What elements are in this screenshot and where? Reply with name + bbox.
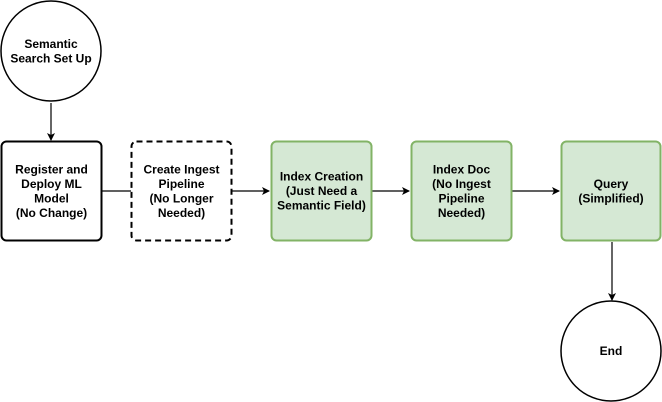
end-label-line: End: [600, 344, 623, 358]
index-creation-label-line: Semantic Field): [277, 199, 366, 213]
index-creation-label-line: Index Creation: [280, 170, 363, 184]
register-label-line: Register and: [15, 162, 88, 176]
ingest-label-line: Pipeline: [158, 177, 204, 191]
register-label-line: (No Change): [16, 206, 87, 220]
query-label: Query(Simplified): [578, 177, 643, 206]
end-node: End: [560, 300, 662, 402]
index-creation-label-line: (Just Need a: [286, 184, 358, 198]
end-node-label: End: [600, 344, 623, 358]
query-label-line: Query: [594, 177, 629, 191]
register-label-line: Deploy ML: [21, 177, 82, 191]
query-label-line: (Simplified): [578, 191, 643, 205]
query-node: Query(Simplified): [560, 140, 662, 242]
index-doc-label-line: Pipeline: [438, 191, 484, 205]
ingest-label-line: Needed): [158, 206, 205, 220]
start-label-line: Search Set Up: [10, 51, 91, 65]
index-doc-label-line: Index Doc: [433, 162, 491, 176]
ingest-label-line: Create Ingest: [143, 162, 219, 176]
index-doc-label-line: Needed): [438, 206, 485, 220]
ingest-label-line: (No Longer: [150, 191, 214, 205]
register-label-line: Model: [34, 191, 69, 205]
index-doc-label-line: (No Ingest: [432, 177, 491, 191]
start-label-line: Semantic: [24, 37, 78, 51]
